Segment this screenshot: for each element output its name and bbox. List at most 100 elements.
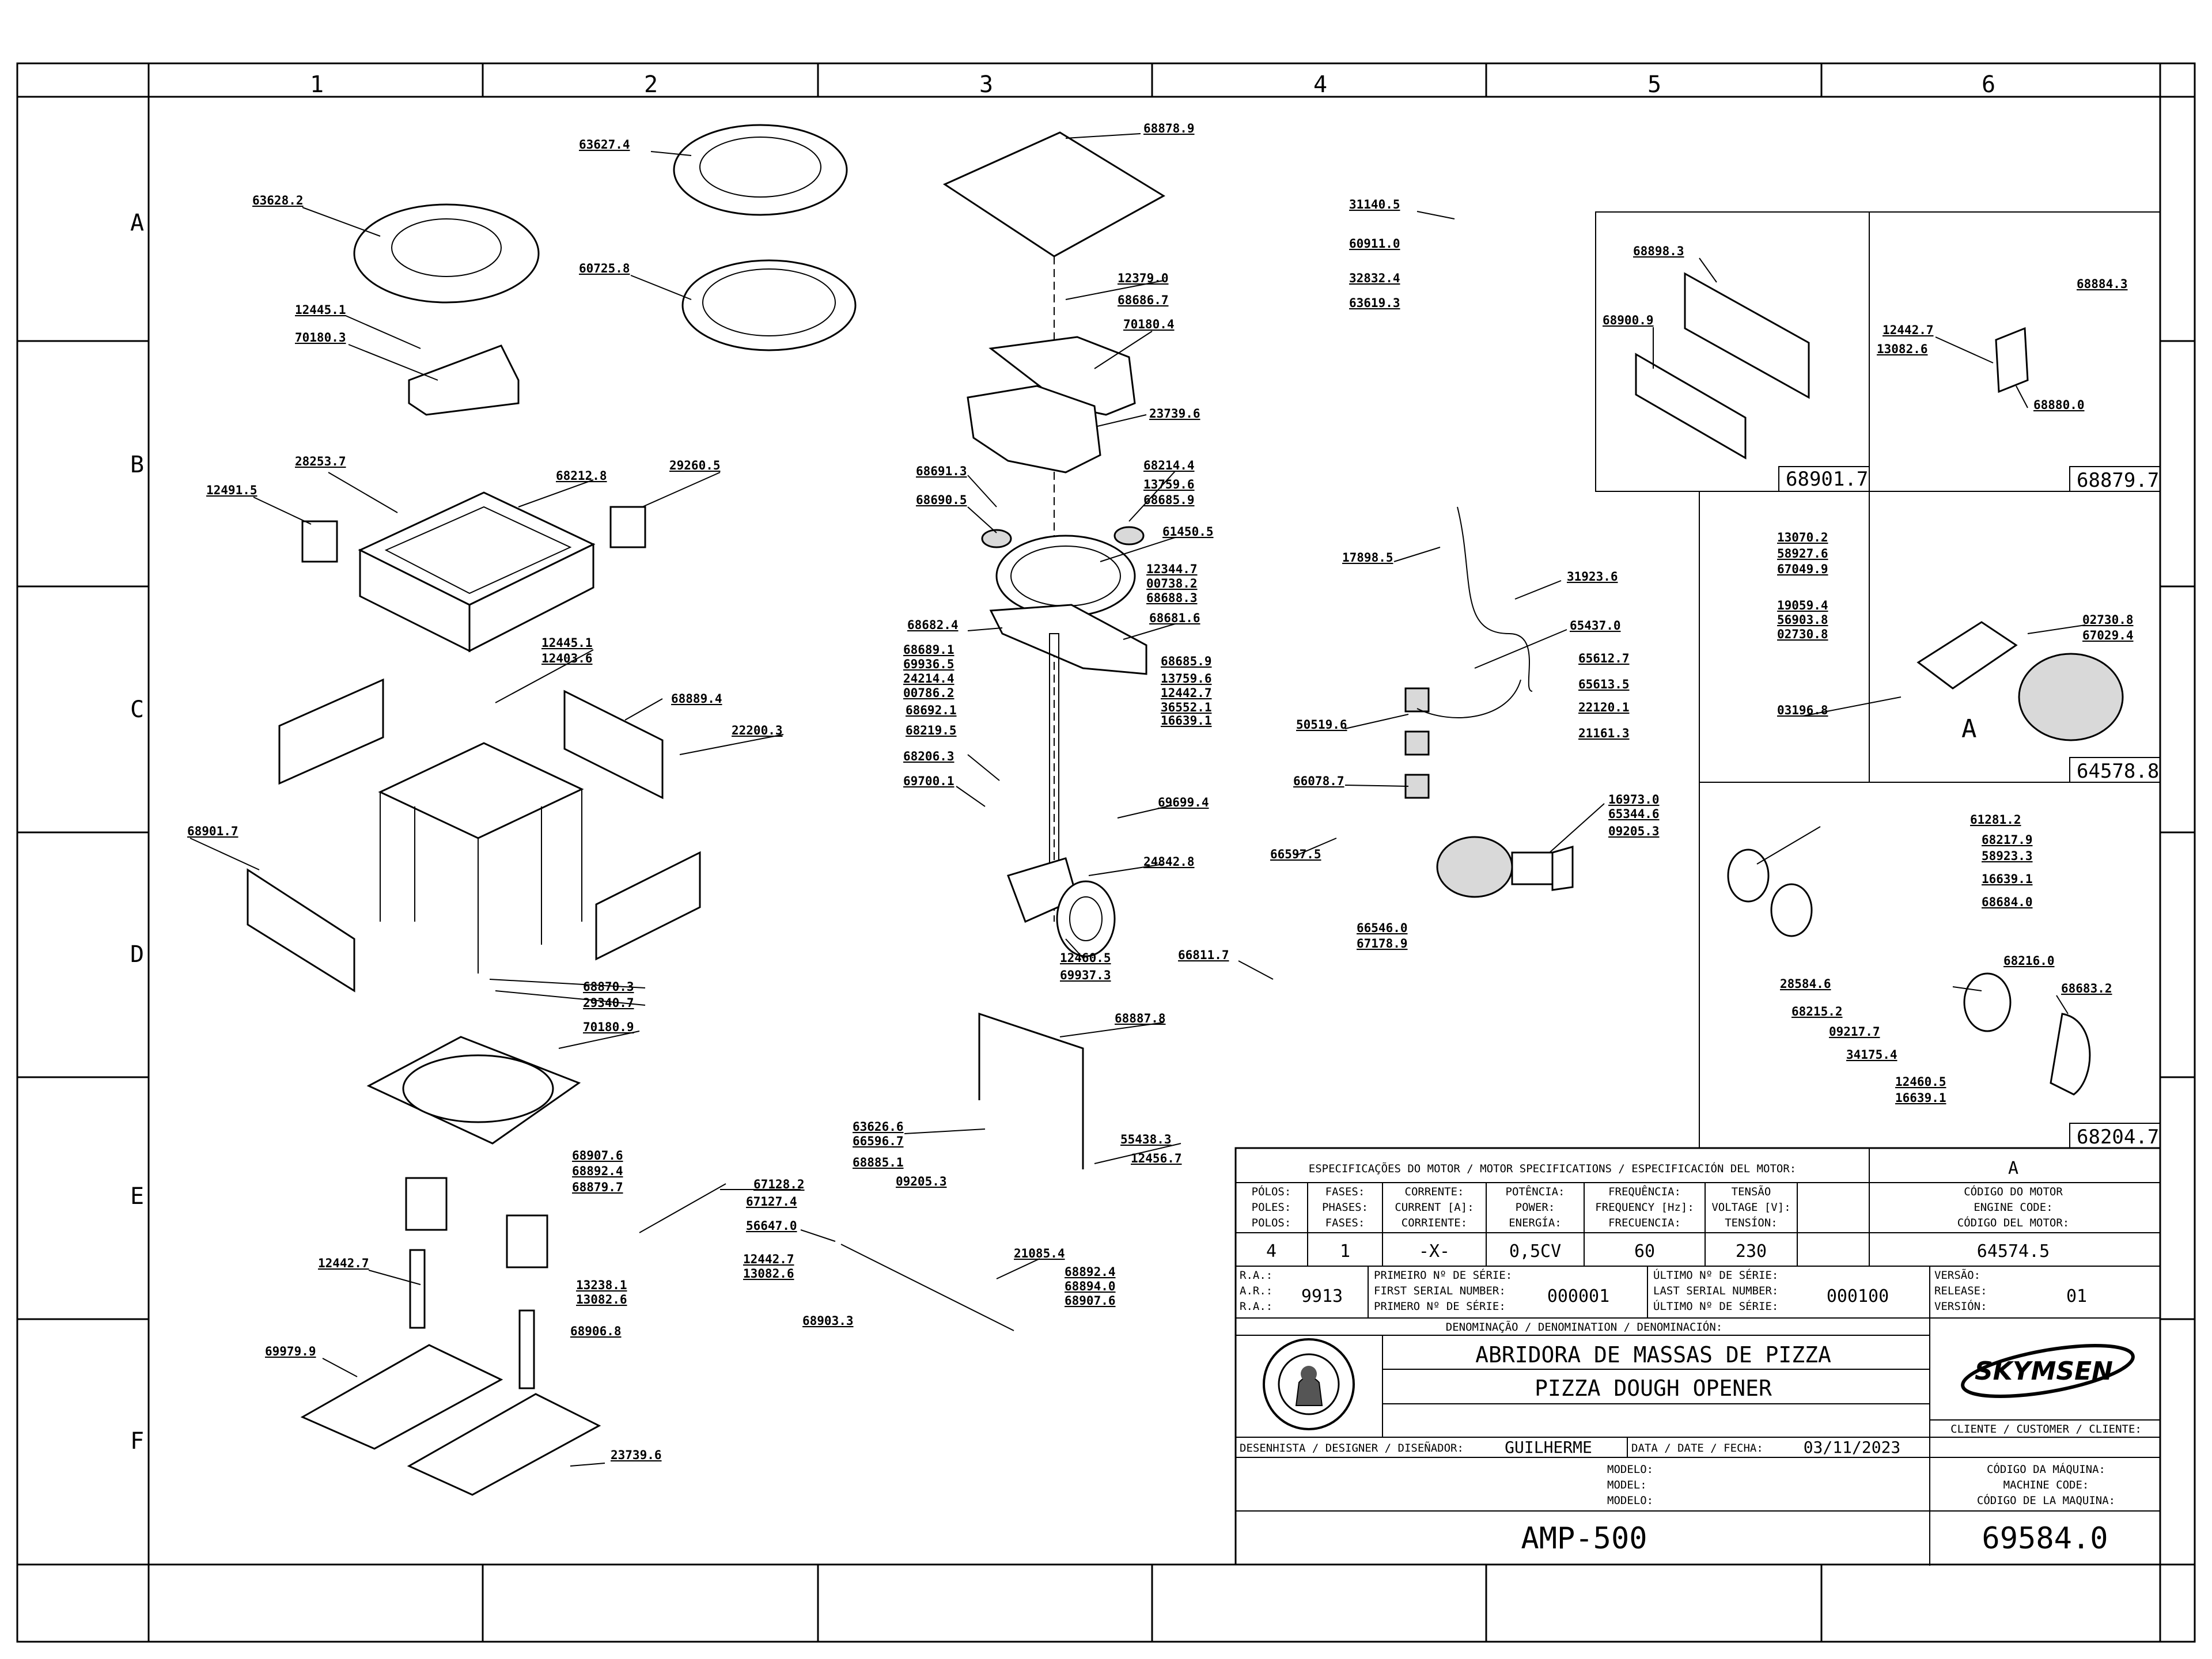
designer-label: DESENHISTA / DESIGNER / DISEÑADOR: — [1240, 1441, 1464, 1455]
power-value: 0,5CV — [1509, 1241, 1561, 1262]
ring-gear-61450 — [995, 535, 1136, 618]
part-label: 12442.7 — [743, 1252, 794, 1266]
part-label: 61281.2 — [1970, 813, 2021, 827]
title-block-text: ESPECIFICAÇÕES DO MOTOR / MOTOR SPECIFIC… — [1240, 1158, 2142, 1556]
ra-label: R.A.: — [1240, 1269, 1272, 1282]
part-label: 68898.3 — [1633, 244, 1684, 258]
poles-label: POLES: — [1252, 1201, 1291, 1214]
part-label: 68683.2 — [2061, 982, 2112, 995]
part-label: 67128.2 — [753, 1177, 805, 1191]
part-label: 12442.7 — [318, 1256, 369, 1270]
part-label: 50519.6 — [1296, 718, 1347, 732]
part-label: 12445.1 — [295, 303, 346, 317]
engine-code-label: CÓDIGO DO MOTOR — [1964, 1184, 2063, 1198]
part-label: 61450.5 — [1162, 525, 1214, 539]
grid-col-6: 6 — [1982, 71, 1995, 98]
machine-code-label: CÓDIGO DA MÁQUINA: — [1987, 1462, 2105, 1476]
part-label: 68688.3 — [1146, 591, 1198, 605]
name-pt: ABRIDORA DE MASSAS DE PIZZA — [1475, 1342, 1831, 1368]
part-label: 24842.8 — [1143, 855, 1195, 869]
part-label: 29260.5 — [669, 459, 721, 472]
designer-value: GUILHERME — [1505, 1438, 1592, 1457]
part-label: 68206.3 — [903, 749, 955, 763]
voltage-label: TENSÃO — [1732, 1185, 1771, 1198]
part-label: 12460.5 — [1060, 951, 1111, 965]
part-label: 22120.1 — [1578, 700, 1630, 714]
current-label: CURRENT [A]: — [1395, 1201, 1474, 1214]
part-label: 68879.7 — [572, 1180, 623, 1194]
part-label: 02730.8 — [1777, 627, 1828, 641]
power-label: ENERGÍA: — [1509, 1216, 1562, 1229]
part-label: 13082.6 — [576, 1293, 627, 1306]
machine-code-value: 69584.0 — [1982, 1521, 2108, 1556]
part-label: 21161.3 — [1578, 726, 1630, 740]
part-label: 60725.8 — [579, 262, 630, 275]
model-label: MODELO: — [1607, 1494, 1653, 1507]
part-label: 56903.8 — [1777, 613, 1828, 627]
part-label: 68892.4 — [572, 1164, 623, 1178]
part-label: 17898.5 — [1342, 551, 1393, 565]
part-label: 12379.0 — [1118, 271, 1169, 285]
ring-63627 — [673, 124, 848, 216]
name-en: PIZZA DOUGH OPENER — [1535, 1376, 1772, 1401]
door-69979 — [300, 1344, 503, 1450]
part-label: 68691.3 — [916, 464, 967, 478]
part-label: 68900.9 — [1603, 313, 1654, 327]
part-label: 13070.2 — [1777, 531, 1828, 544]
part-label: 68892.4 — [1065, 1265, 1116, 1279]
version-label: RELEASE: — [1934, 1285, 1987, 1297]
part-label: 67178.9 — [1357, 937, 1408, 950]
part-label: 60911.0 — [1349, 237, 1400, 251]
engine-code-label: ENGINE CODE: — [1974, 1201, 2052, 1214]
part-label: 68885.1 — [853, 1156, 904, 1169]
detail-box-68204: 68204.7 — [2077, 1126, 2159, 1149]
part-label: 68217.9 — [1982, 833, 2033, 847]
motor-variant: A — [2008, 1158, 2018, 1179]
part-label: 70180.3 — [295, 331, 346, 344]
part-label: 03196.8 — [1777, 703, 1828, 717]
part-label: 68889.4 — [671, 692, 722, 706]
part-label: 24214.4 — [903, 672, 955, 685]
part-label: 63626.6 — [853, 1120, 904, 1134]
last-serial-label: ÚLTIMO Nº DE SÉRIE: — [1653, 1299, 1778, 1313]
part-label: 28253.7 — [295, 454, 346, 468]
frequency-label: FRECUENCIA: — [1608, 1217, 1681, 1229]
phases-label: FASES: — [1325, 1185, 1365, 1198]
first-serial-value: 000001 — [1547, 1286, 1609, 1306]
first-serial-label: PRIMERO Nº DE SÉRIE: — [1374, 1300, 1506, 1313]
part-label: 68901.7 — [187, 824, 238, 838]
part-label: 31923.6 — [1567, 570, 1618, 584]
part-label: 68219.5 — [906, 724, 957, 737]
grid-row-E: E — [130, 1183, 144, 1210]
part-label: 68906.8 — [570, 1324, 622, 1338]
ring-60725 — [681, 259, 857, 351]
ra-label: R.A.: — [1240, 1300, 1272, 1313]
part-label: 12445.1 — [541, 636, 593, 650]
part-label: 66546.0 — [1357, 921, 1408, 935]
part-label: 12403.6 — [541, 652, 593, 665]
detail-box-68901: 68901.7 — [1786, 468, 1868, 491]
last-serial-value: 000100 — [1827, 1286, 1889, 1306]
grid-row-C: C — [130, 696, 144, 723]
part-label: 16973.0 — [1608, 793, 1660, 806]
part-label: 70180.9 — [583, 1020, 634, 1034]
version-label: VERSÃO: — [1934, 1268, 1980, 1282]
part-label: 68884.3 — [2077, 277, 2128, 291]
poles-label: POLOS: — [1252, 1217, 1291, 1229]
part-label: 66811.7 — [1178, 948, 1229, 962]
plate-63628 — [353, 203, 540, 304]
last-serial-label: LAST SERIAL NUMBER: — [1653, 1285, 1778, 1297]
part-label: 21085.4 — [1014, 1247, 1065, 1260]
phases-value: 1 — [1340, 1241, 1350, 1262]
part-label: 29340.7 — [583, 996, 634, 1010]
part-label: 66596.7 — [853, 1134, 904, 1148]
part-label: 63628.2 — [252, 194, 304, 207]
phases-label: FASES: — [1325, 1217, 1365, 1229]
power-label: POWER: — [1516, 1201, 1555, 1214]
part-label: 69979.9 — [265, 1344, 316, 1358]
last-serial-label: ÚLTIMO Nº DE SÉRIE: — [1653, 1268, 1778, 1282]
part-label: 68214.4 — [1143, 459, 1195, 472]
first-serial-label: FIRST SERIAL NUMBER: — [1374, 1285, 1506, 1297]
part-label: 66078.7 — [1293, 774, 1344, 788]
